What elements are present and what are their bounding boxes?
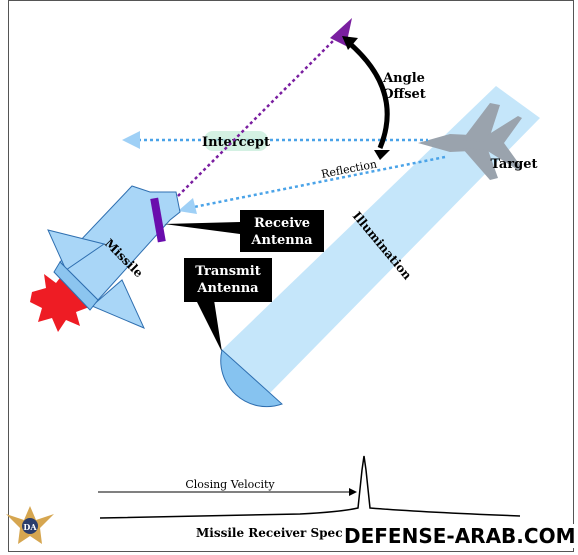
line-of-sight	[177, 35, 339, 197]
angle-offset-arrow	[346, 40, 390, 149]
watermark: DEFENSE-ARAB.COM	[342, 524, 578, 548]
intercept-label: Intercept	[202, 135, 270, 150]
receive-antenna-icon	[150, 197, 166, 243]
closing-velocity-label: Closing Velocity	[185, 478, 275, 491]
angle-offset-label-line2: Offset	[382, 87, 426, 102]
transmit-callout-pointer	[196, 300, 222, 352]
transmit-callout-line1: Transmit	[195, 264, 260, 279]
receive-callout-line1: Receive	[254, 216, 310, 231]
transmit-callout-line2: Antenna	[196, 281, 259, 296]
diagram-frame	[8, 0, 574, 552]
transmit-antenna-dish-icon	[220, 349, 283, 408]
intercept-label-bg	[204, 131, 268, 151]
spectrum-caption: Missile Receiver Spectrum	[196, 526, 376, 540]
angle-offset-label-line1: Angle	[382, 71, 425, 86]
spectrum-trace	[99, 455, 521, 519]
illumination-beam	[222, 86, 540, 395]
site-logo-text: DA	[23, 522, 37, 532]
transmit-callout-box	[184, 258, 272, 302]
angle-offset-arrowhead-top	[342, 36, 358, 50]
receive-callout-line2: Antenna	[250, 233, 313, 248]
receive-callout-pointer	[164, 222, 240, 234]
angle-offset-arrowhead-bottom	[374, 150, 390, 160]
target-label: Target	[490, 157, 537, 172]
reflection-label: Reflection	[320, 157, 378, 181]
missile-icon	[47, 185, 181, 329]
target-aircraft-icon	[418, 103, 522, 180]
intercept-arrowhead	[122, 131, 140, 149]
receive-callout-box	[240, 210, 324, 252]
reflection-arrowhead	[178, 198, 197, 214]
site-logo-icon: DA	[6, 506, 54, 544]
reflection-line	[193, 155, 446, 209]
